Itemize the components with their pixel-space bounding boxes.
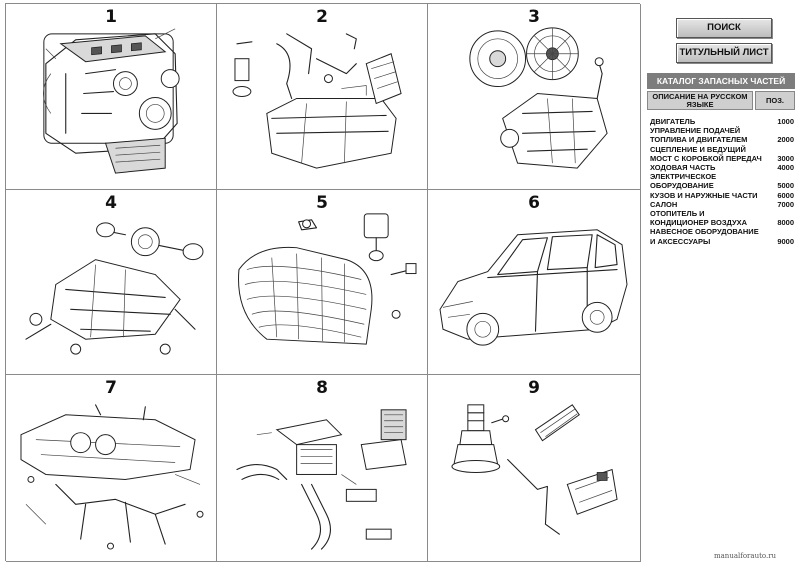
catalog-item-pos: 3000 bbox=[777, 153, 794, 163]
tools-illustration bbox=[451, 404, 618, 535]
catalog-list: ДВИГАТЕЛЬ 1000 УПРАВЛЕНИЕ ПОДАЧЕЙ ТОПЛИВ… bbox=[650, 117, 796, 246]
catalog-item-name: ЭЛЕКТРИЧЕСКОЕ ОБОРУДОВАНИЕ bbox=[650, 172, 717, 191]
search-button[interactable]: ПОИСК bbox=[676, 18, 772, 38]
grid-cell-chassis[interactable]: 4 bbox=[6, 190, 217, 375]
engine-illustration bbox=[43, 28, 180, 174]
dashboard-illustration bbox=[20, 404, 204, 550]
catalog-title: КАТАЛОГ ЗАПАСНЫХ ЧАСТЕЙ bbox=[647, 73, 795, 89]
catalog-item-chassis[interactable]: ХОДОВАЯ ЧАСТЬ 4000 bbox=[650, 163, 796, 172]
axle-illustration bbox=[25, 222, 204, 355]
catalog-item-heater-ac[interactable]: ОТОПИТЕЛЬ И КОНДИЦИОНЕР ВОЗДУХА 8000 bbox=[650, 209, 796, 227]
grid-cell-fuel-system[interactable]: 2 bbox=[217, 4, 428, 190]
catalog-item-pos: 9000 bbox=[777, 236, 794, 246]
catalog-item-pos: 6000 bbox=[777, 190, 794, 200]
grid-cell-clutch-gearbox[interactable]: 3 bbox=[428, 4, 641, 190]
cell-number: 1 bbox=[105, 7, 117, 27]
catalog-item-pos: 4000 bbox=[777, 163, 794, 173]
catalog-item-engine[interactable]: ДВИГАТЕЛЬ 1000 bbox=[650, 117, 796, 126]
watermark: manualforauto.ru bbox=[714, 552, 777, 560]
catalog-item-interior[interactable]: САЛОН 7000 bbox=[650, 200, 796, 209]
cell-number: 7 bbox=[105, 378, 117, 398]
cell-number: 6 bbox=[528, 193, 540, 213]
catalog-item-name: КУЗОВ И НАРУЖНЫЕ ЧАСТИ bbox=[650, 190, 758, 200]
car-body-illustration bbox=[439, 229, 628, 346]
catalog-item-name: САЛОН bbox=[650, 199, 678, 209]
headlamp-illustration bbox=[238, 213, 417, 345]
column-header-position: ПОЗ. bbox=[755, 91, 795, 110]
catalog-item-pos: 1000 bbox=[777, 117, 794, 126]
catalog-item-name: НАВЕСНОЕ ОБОРУДОВАНИЕ И АКСЕССУАРЫ bbox=[650, 227, 759, 246]
catalog-item-name: ДВИГАТЕЛЬ bbox=[650, 117, 696, 126]
catalog-item-accessories[interactable]: НАВЕСНОЕ ОБОРУДОВАНИЕ И АКСЕССУАРЫ 9000 bbox=[650, 227, 796, 245]
fuel-tank-illustration bbox=[232, 33, 402, 169]
cell-number: 3 bbox=[528, 7, 540, 27]
catalog-item-electrical[interactable]: ЭЛЕКТРИЧЕСКОЕ ОБОРУДОВАНИЕ 5000 bbox=[650, 172, 796, 190]
catalog-item-body[interactable]: КУЗОВ И НАРУЖНЫЕ ЧАСТИ 6000 bbox=[650, 191, 796, 200]
catalog-item-name: СЦЕПЛЕНИЕ И ВЕДУЩИЙ МОСТ С КОРОБКОЙ ПЕРЕ… bbox=[650, 144, 762, 163]
grid-cell-interior[interactable]: 7 bbox=[6, 375, 217, 562]
catalog-grid: 1 2 bbox=[5, 3, 641, 562]
catalog-item-pos: 5000 bbox=[777, 181, 794, 191]
catalog-item-name: УПРАВЛЕНИЕ ПОДАЧЕЙ ТОПЛИВА И ДВИГАТЕЛЕМ bbox=[650, 126, 748, 145]
catalog-item-name: ОТОПИТЕЛЬ И КОНДИЦИОНЕР ВОЗДУХА bbox=[650, 209, 748, 228]
grid-cell-engine[interactable]: 1 bbox=[6, 4, 217, 190]
grid-cell-electrical[interactable]: 5 bbox=[217, 190, 428, 375]
grid-cell-accessories[interactable]: 9 bbox=[428, 375, 641, 562]
cell-number: 4 bbox=[105, 193, 117, 213]
catalog-item-pos: 7000 bbox=[777, 199, 794, 209]
grid-cell-body[interactable]: 6 bbox=[428, 190, 641, 375]
heater-illustration bbox=[236, 409, 407, 550]
catalog-item-pos: 8000 bbox=[777, 218, 794, 228]
cell-number: 2 bbox=[316, 7, 328, 27]
cell-number: 5 bbox=[316, 193, 328, 213]
catalog-item-fuel-control[interactable]: УПРАВЛЕНИЕ ПОДАЧЕЙ ТОПЛИВА И ДВИГАТЕЛЕМ … bbox=[650, 126, 796, 144]
grid-cell-heater-ac[interactable]: 8 bbox=[217, 375, 428, 562]
cell-number: 8 bbox=[316, 378, 328, 398]
column-header-description: ОПИСАНИЕ НА РУССКОМ ЯЗЫКЕ bbox=[647, 91, 753, 110]
catalog-item-pos: 2000 bbox=[777, 135, 794, 145]
catalog-item-clutch-gearbox[interactable]: СЦЕПЛЕНИЕ И ВЕДУЩИЙ МОСТ С КОРОБКОЙ ПЕРЕ… bbox=[650, 145, 796, 163]
clutch-gearbox-illustration bbox=[469, 27, 608, 169]
catalog-item-name: ХОДОВАЯ ЧАСТЬ bbox=[650, 163, 716, 173]
cell-number: 9 bbox=[528, 378, 540, 398]
title-sheet-button[interactable]: ТИТУЛЬНЫЙ ЛИСТ bbox=[676, 43, 772, 63]
